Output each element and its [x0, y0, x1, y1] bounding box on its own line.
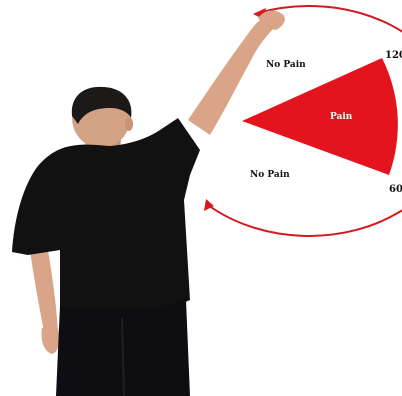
angle-60-label: 60 — [389, 184, 402, 195]
lowered-hand — [41, 328, 59, 354]
angle-120-label: 120 — [385, 50, 402, 61]
lowered-arm — [30, 250, 58, 332]
ear — [125, 117, 133, 131]
person-figure — [12, 11, 285, 396]
no-pain-upper-label: No Pain — [266, 60, 306, 70]
pain-sector — [242, 58, 398, 175]
no-pain-lower-label: No Pain — [250, 170, 290, 180]
pain-label: Pain — [330, 112, 353, 122]
